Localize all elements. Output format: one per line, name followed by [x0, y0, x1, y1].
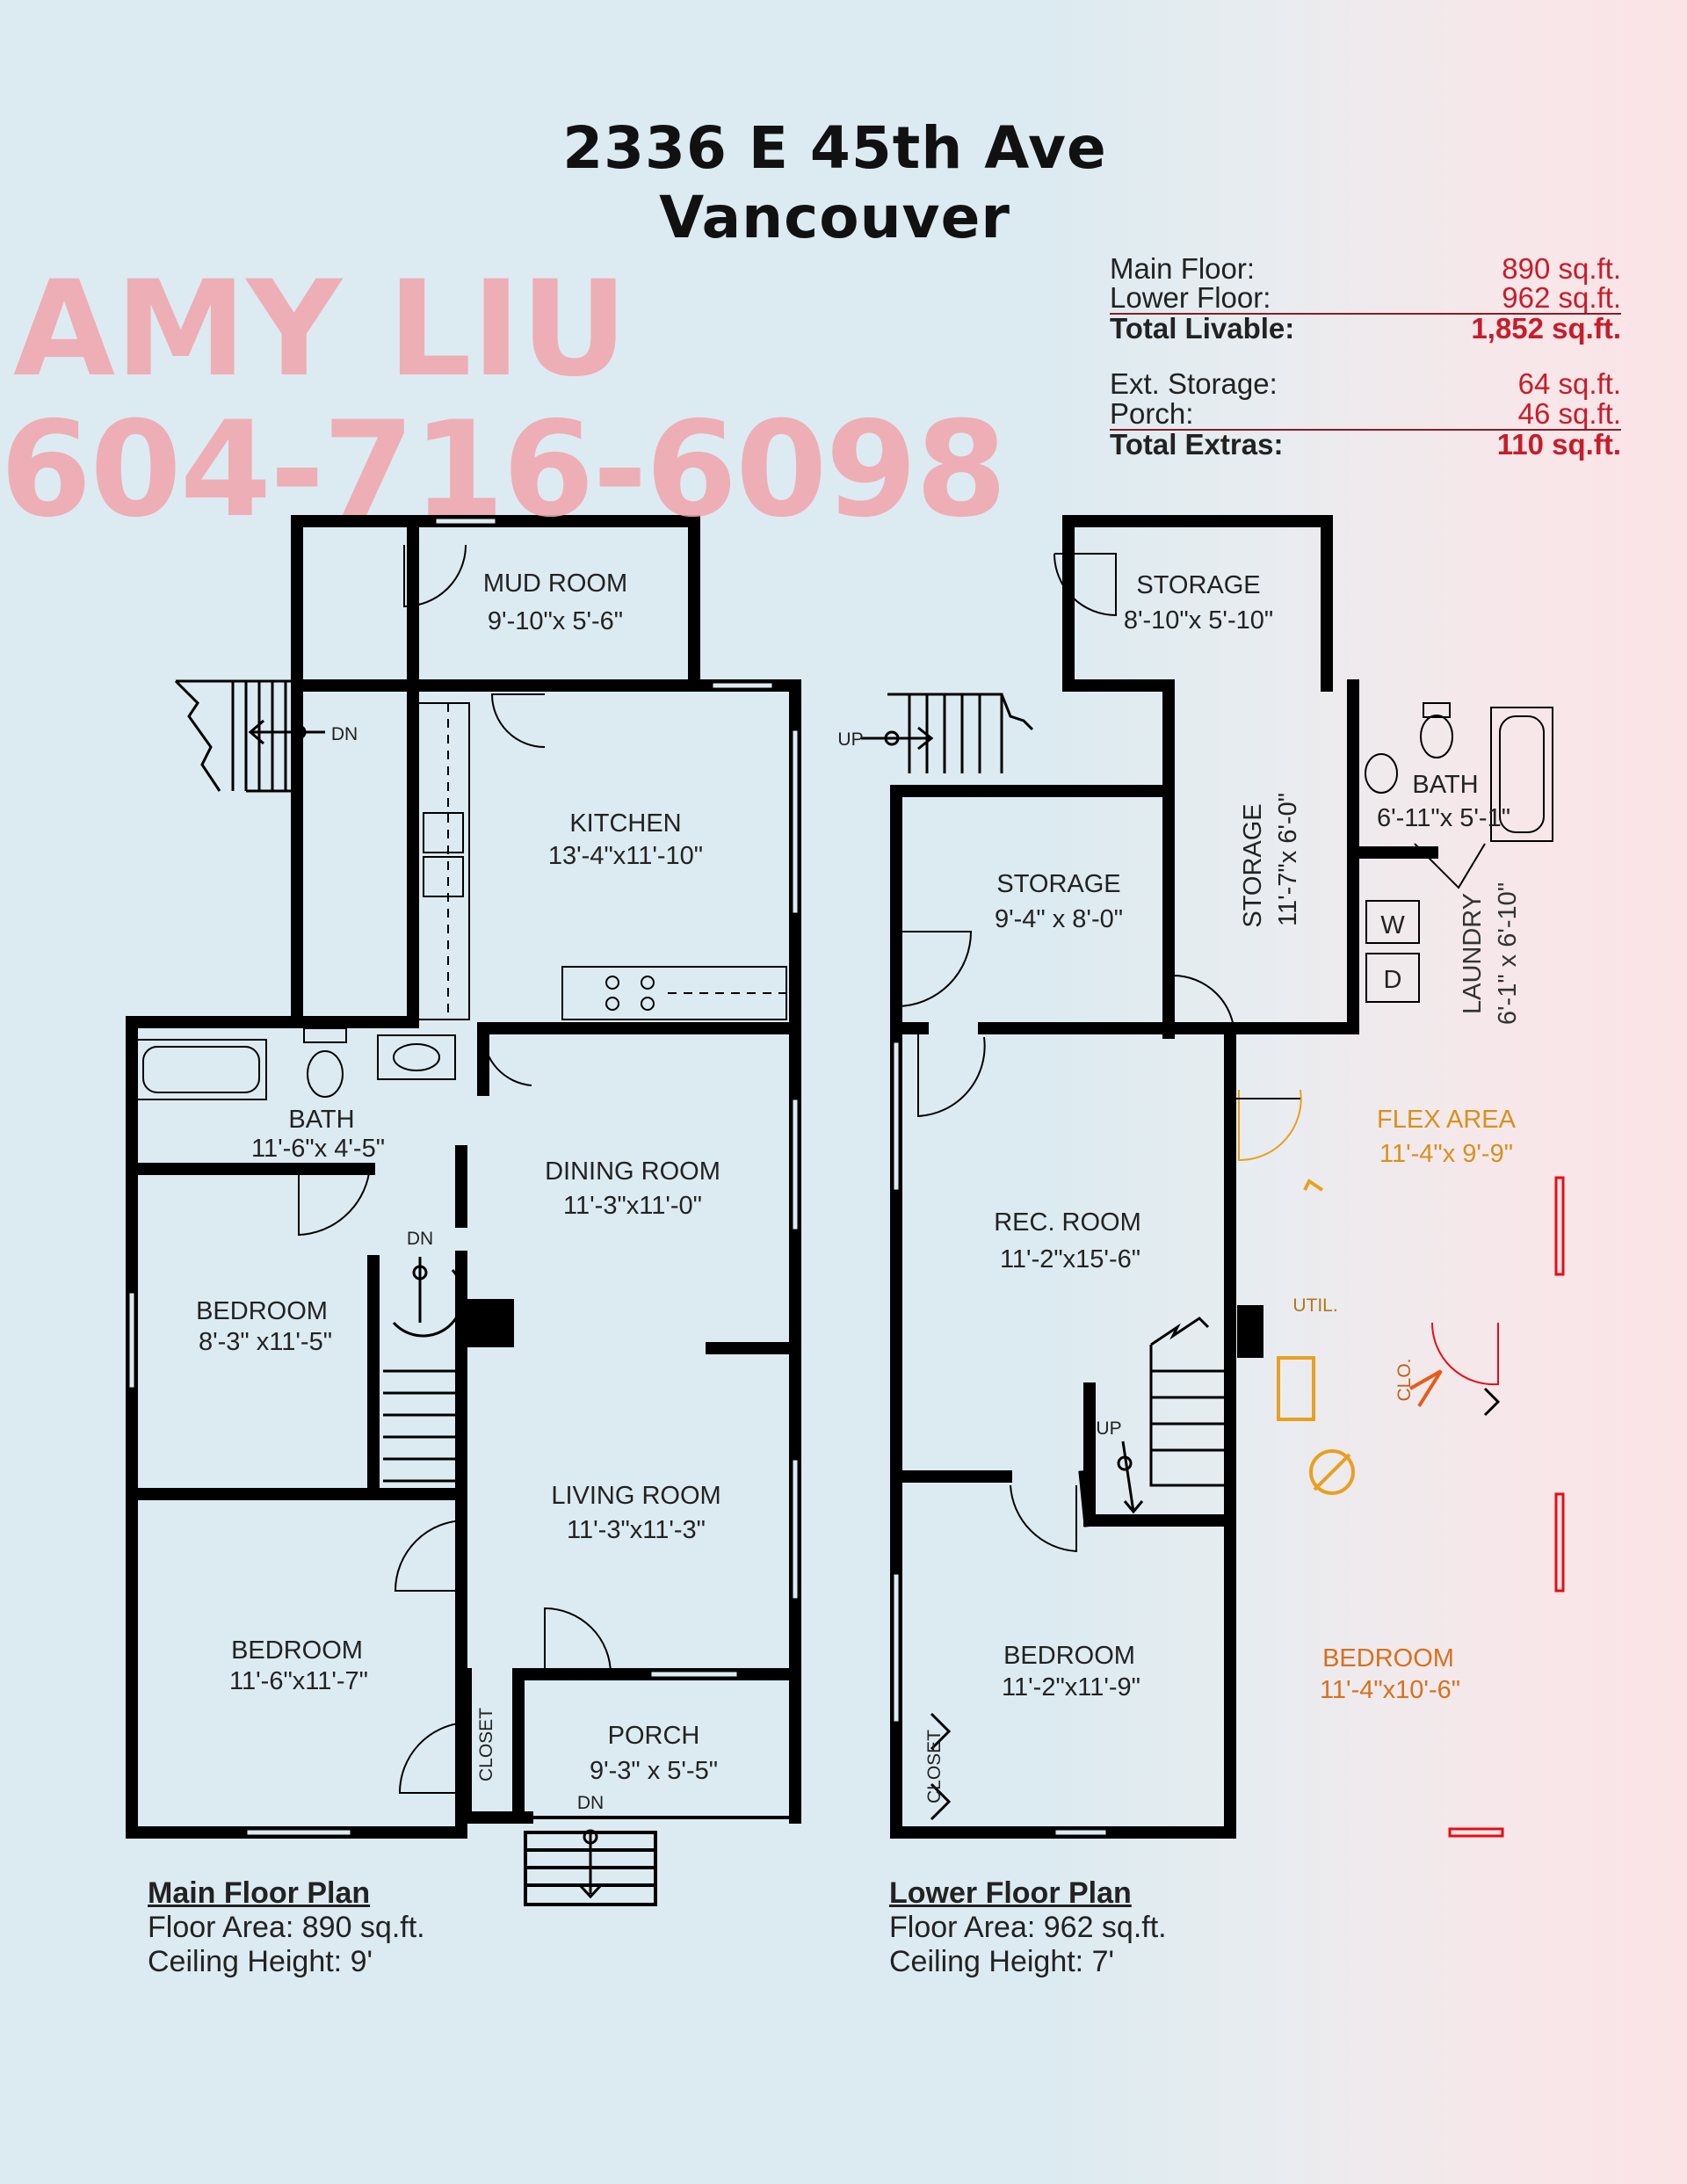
lower-floor-plan: [861, 515, 1566, 1839]
dryer-label: D: [1384, 966, 1402, 994]
room-name-dining-room: DINING ROOM: [545, 1157, 720, 1186]
area-label-total-livable: Total Livable:: [1110, 312, 1295, 345]
room-name-lower-bedroom-1: BEDROOM: [1003, 1642, 1135, 1670]
lower-interior-stair-up-label: UP: [1096, 1419, 1121, 1439]
area-rule-livable: [1110, 313, 1621, 315]
room-dims-mud-room: 9'-10"x 5'-6": [488, 607, 623, 635]
room-dims-bedroom-1: 8'-3" x11'-5": [199, 1328, 332, 1356]
washer-label: W: [1380, 911, 1405, 940]
room-name-lower-bath: BATH: [1412, 771, 1478, 799]
room-name-mud-room: MUD ROOM: [483, 570, 627, 598]
room-dims-laundry: 6'-1" x 6'-10": [1494, 882, 1522, 1025]
area-value-porch: 46 sq.ft.: [1517, 397, 1621, 430]
room-name-bedroom-1: BEDROOM: [196, 1297, 328, 1325]
room-dims-rec-room: 11'-2"x15'-6": [1000, 1245, 1140, 1273]
interior-stair-dn-label: DN: [407, 1229, 433, 1249]
room-name-lower-bedroom-2: BEDROOM: [1322, 1644, 1454, 1672]
room-dims-storage-2: 9'-4" x 8'-0": [995, 905, 1123, 933]
area-label-porch: Porch:: [1110, 397, 1194, 430]
clo-label: CLO.: [1394, 1358, 1415, 1401]
room-dims-living-room: 11'-3"x11'-3": [567, 1516, 706, 1544]
main-floor-caption-ceiling: Ceiling Height: 9': [148, 1945, 373, 1979]
room-dims-bedroom-2: 11'-6"x11'-7": [229, 1667, 368, 1695]
main-floor-caption-area: Floor Area: 890 sq.ft.: [148, 1911, 425, 1945]
area-value-total-extras: 110 sq.ft.: [1496, 428, 1621, 461]
util-label: UTIL.: [1292, 1295, 1337, 1316]
room-dims-porch: 9'-3" x 5'-5": [590, 1757, 718, 1785]
address-line-2: Vancouver: [659, 184, 1010, 251]
room-dims-bath: 11'-6"x 4'-5": [251, 1135, 385, 1163]
area-rule-extras: [1110, 429, 1621, 431]
room-dims-kitchen: 13'-4"x11'-10": [548, 842, 703, 870]
area-label-ext-storage: Ext. Storage:: [1110, 367, 1278, 400]
agent-name-watermark: AMY LIU: [13, 253, 628, 406]
area-value-total-livable: 1,852 sq.ft.: [1471, 312, 1621, 345]
room-name-living-room: LIVING ROOM: [551, 1482, 720, 1510]
address-title: 2336 E 45th Ave Vancouver: [0, 114, 1669, 251]
room-dims-dining-room: 11'-3"x11'-0": [563, 1192, 702, 1220]
room-dims-lower-bath: 6'-11"x 5'-1": [1377, 804, 1510, 832]
room-dims-lower-bedroom-1: 11'-2"x11'-9": [1002, 1673, 1140, 1701]
porch-stair-dn-label: DN: [577, 1793, 604, 1813]
main-closet-label: CLOSET: [476, 1708, 496, 1781]
address-line-1: 2336 E 45th Ave: [562, 114, 1107, 182]
lower-floor-caption: Lower Floor Plan Floor Area: 962 sq.ft. …: [889, 1876, 1167, 1979]
side-stair-dn-label: DN: [331, 724, 358, 744]
room-name-storage-2: STORAGE: [996, 870, 1120, 898]
lower-closet-label: CLOSET: [924, 1730, 945, 1803]
room-dims-storage-3: 11'-7"x 6'-0": [1274, 793, 1302, 926]
room-name-kitchen: KITCHEN: [569, 809, 681, 838]
main-floor-caption-title: Main Floor Plan: [148, 1876, 371, 1910]
area-value-main-floor: 890 sq.ft.: [1502, 252, 1621, 285]
room-name-ext-storage: STORAGE: [1136, 571, 1260, 599]
room-name-bedroom-2: BEDROOM: [231, 1636, 363, 1665]
area-value-lower-floor: 962 sq.ft.: [1502, 281, 1621, 314]
main-floor-plan: [126, 515, 801, 1906]
room-dims-ext-storage: 8'-10"x 5'-10": [1124, 606, 1273, 635]
room-name-rec-room: REC. ROOM: [994, 1208, 1141, 1237]
room-dims-lower-bedroom-2: 11'-4"x10'-6": [1320, 1676, 1460, 1704]
agent-phone-watermark: 604-716-6098: [0, 394, 1007, 547]
room-name-bath: BATH: [288, 1106, 354, 1134]
room-name-storage-3: STORAGE: [1239, 803, 1267, 927]
lower-side-stair-up-label: UP: [837, 729, 863, 750]
room-name-porch: PORCH: [608, 1722, 700, 1750]
main-floor-labels: MUD ROOM 9'-10"x 5'-6" KITCHEN 13'-4"x11…: [196, 570, 721, 1813]
room-name-laundry: LAUNDRY: [1459, 893, 1487, 1014]
area-label-main-floor: Main Floor:: [1110, 252, 1256, 285]
main-floor-caption: Main Floor Plan Floor Area: 890 sq.ft. C…: [148, 1876, 425, 1979]
room-dims-flex-area: 11'-4"x 9'-9": [1379, 1140, 1513, 1168]
lower-floor-caption-area: Floor Area: 962 sq.ft.: [889, 1911, 1167, 1945]
area-value-ext-storage: 64 sq.ft.: [1517, 367, 1621, 400]
area-label-lower-floor: Lower Floor:: [1110, 281, 1271, 314]
area-label-total-extras: Total Extras:: [1110, 428, 1284, 461]
lower-floor-labels: STORAGE 8'-10"x 5'-10" STORAGE 9'-4" x 8…: [837, 571, 1522, 1803]
room-name-flex-area: FLEX AREA: [1377, 1106, 1517, 1134]
lower-floor-caption-ceiling: Ceiling Height: 7': [889, 1945, 1114, 1979]
lower-floor-caption-title: Lower Floor Plan: [889, 1876, 1132, 1910]
